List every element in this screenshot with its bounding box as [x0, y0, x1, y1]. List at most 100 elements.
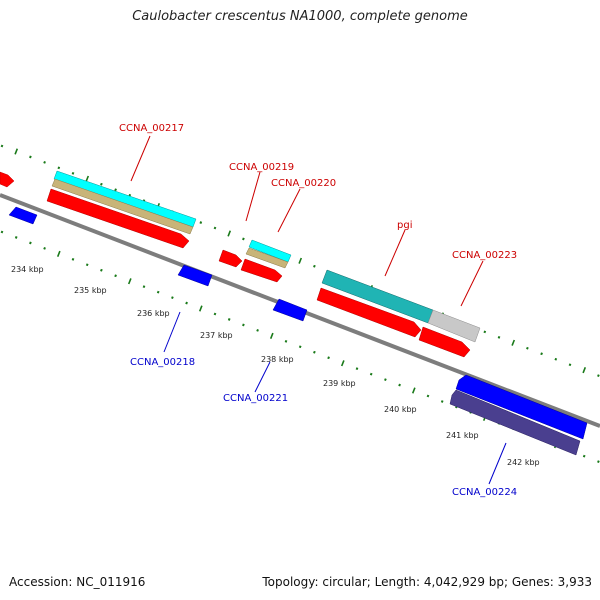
gene-arrow-ccna-00224-blue: [455, 374, 588, 440]
track-major-tick: [227, 230, 232, 237]
track-dot: [29, 155, 32, 159]
track-dot: [114, 274, 117, 278]
track-dot: [114, 188, 117, 192]
gene-arrow-pgi: [316, 287, 422, 338]
tick-label: 236 kbp: [137, 309, 170, 318]
track-major-tick: [340, 360, 345, 367]
track-dot: [440, 400, 444, 403]
track-dot: [355, 367, 359, 371]
tick-label: 234 kbp: [11, 265, 44, 274]
gene-arrow-reverse-left-edge: [8, 206, 38, 225]
track-dot: [582, 454, 586, 458]
gene-label-pgi: pgi: [397, 220, 412, 231]
track-dot: [483, 330, 487, 334]
track-dot: [256, 329, 259, 332]
label-line-ccna-00221: [254, 361, 271, 393]
track-dot: [0, 144, 4, 148]
track-dot: [284, 339, 288, 343]
track-dot: [526, 346, 529, 350]
track-dot: [71, 171, 75, 175]
track-dot: [43, 161, 46, 164]
map-title: Caulobacter crescentus NA1000, complete …: [132, 9, 468, 24]
track-dot: [142, 285, 146, 289]
track-dot: [43, 247, 46, 250]
track-major-tick: [411, 387, 416, 394]
track-dot: [298, 345, 302, 349]
label-line-ccna-00224: [488, 442, 507, 485]
track-dot: [100, 268, 103, 272]
gene-arrow-cds-left-edge: [0, 171, 15, 188]
feature-bar-grey-00223: [427, 309, 481, 343]
tick-label: 235 kbp: [74, 286, 107, 295]
track-dot: [398, 383, 401, 387]
tick-label: 242 kbp: [507, 458, 540, 467]
track-dot: [85, 263, 89, 267]
label-line-ccna-00220: [277, 188, 301, 233]
genome-summary-text: Topology: circular; Length: 4,042,929 bp…: [262, 575, 592, 589]
track-dot: [171, 296, 174, 299]
track-dot: [242, 323, 245, 327]
gene-label-ccna-00220: CCNA_00220: [271, 178, 336, 189]
gene-label-ccna-00223: CCNA_00223: [452, 250, 517, 261]
gene-arrow-ccna-00217: [46, 188, 190, 249]
tick-label: 240 kbp: [384, 405, 417, 414]
label-line-pgi: [384, 229, 406, 277]
track-dot: [227, 318, 231, 321]
track-dot: [554, 357, 558, 361]
tick-label: 241 kbp: [446, 431, 479, 440]
label-line-ccna-00218: [163, 311, 181, 353]
track-dot: [597, 374, 600, 377]
gene-arrow-ccna-00224-dark: [449, 389, 581, 456]
track-dot: [497, 335, 501, 339]
track-dot: [313, 264, 316, 268]
track-dot: [71, 257, 75, 261]
gene-arrow-ccna-00221: [272, 298, 308, 322]
gene-label-ccna-00221: CCNA_00221: [223, 393, 288, 404]
track-major-tick: [85, 175, 90, 182]
feature-bar-tan-00217: [51, 178, 194, 235]
track-major-tick: [298, 257, 303, 264]
gene-arrow-ccna-00220: [240, 258, 283, 283]
track-dot: [100, 182, 103, 186]
track-dot: [199, 221, 203, 224]
label-line-ccna-00223: [460, 260, 484, 307]
track-dot: [156, 290, 160, 294]
track-dot: [242, 237, 245, 241]
label-line-ccna-00219: [245, 171, 261, 222]
gene-label-ccna-00224: CCNA_00224: [452, 487, 517, 498]
track-dot: [327, 356, 330, 360]
gene-arrow-ccna-00223: [418, 326, 471, 358]
feature-bar-tan-00220: [245, 247, 289, 269]
track-major-tick: [269, 332, 274, 339]
tick-label: 238 kbp: [261, 355, 294, 364]
gene-label-ccna-00219: CCNA_00219: [229, 162, 294, 173]
track-dot: [369, 372, 373, 376]
gene-label-ccna-00218: CCNA_00218: [130, 357, 195, 368]
tick-label: 237 kbp: [200, 331, 233, 340]
track-dot: [313, 350, 316, 354]
track-dot: [426, 394, 430, 398]
gene-arrow-ccna-00219: [218, 249, 243, 268]
track-dot: [0, 230, 4, 234]
track-dot: [597, 460, 600, 463]
gene-arrow-ccna-00218: [177, 264, 213, 287]
track-major-tick: [582, 367, 587, 374]
track-dot: [213, 312, 217, 316]
track-major-tick: [56, 250, 61, 257]
accession-text: Accession: NC_011916: [9, 575, 146, 589]
gene-label-ccna-00217: CCNA_00217: [119, 123, 184, 134]
tick-label: 239 kbp: [323, 379, 356, 388]
label-line-ccna-00217: [130, 135, 151, 182]
track-major-tick: [127, 278, 132, 285]
track-major-tick: [14, 148, 19, 155]
track-major-tick: [198, 305, 203, 312]
track-dot: [185, 301, 188, 305]
track-dot: [213, 226, 217, 230]
track-dot: [568, 363, 572, 367]
track-dot: [540, 352, 543, 356]
track-dot: [57, 166, 61, 170]
track-dot: [29, 241, 32, 245]
track-dot: [384, 378, 387, 381]
track-dot: [14, 236, 18, 239]
